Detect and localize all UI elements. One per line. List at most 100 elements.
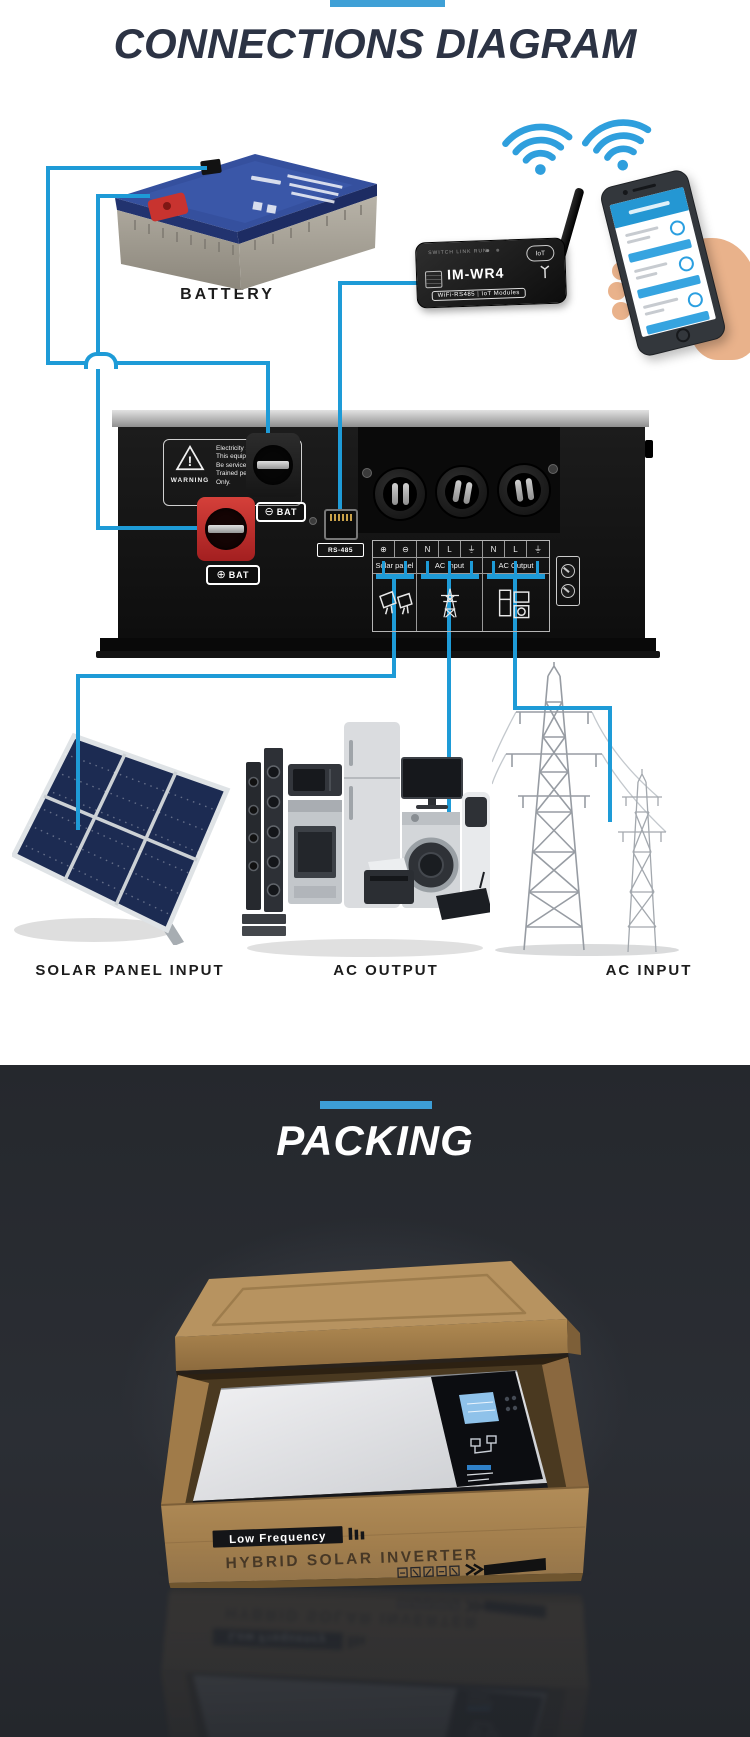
wire-ac-right-h <box>513 706 612 710</box>
fingertip <box>612 302 630 320</box>
led-dot <box>486 249 490 253</box>
pin-acin-l: L <box>439 541 461 557</box>
ground-screw-icon <box>561 584 575 599</box>
wire-crossover-hop <box>84 352 118 369</box>
inverter-control-strip <box>431 1371 543 1487</box>
minus-circle-icon: ⊖ <box>264 505 274 518</box>
phone-camera <box>622 189 629 196</box>
terminal-groups-row: Solar panel AC Input AC Output <box>373 558 549 574</box>
side-knob <box>645 440 653 458</box>
solar-panel-image <box>12 732 231 945</box>
solar-panel-icon <box>378 590 413 614</box>
box-reflection: Low Frequency HYBRID SOLAR INVERTER <box>115 1586 635 1737</box>
ac-output-caption: AC OUTPUT <box>333 962 439 979</box>
battery-caption: BATTERY <box>180 286 275 303</box>
packing-title: PACKING <box>276 1117 474 1164</box>
bat-text: BAT <box>276 507 298 517</box>
wire-module-h <box>338 281 422 285</box>
wire-neg-h2 <box>109 361 270 365</box>
bat-text: BAT <box>228 570 250 580</box>
battery-label-marks <box>251 174 343 214</box>
packing-box-image: Low Frequency HYBRID SOLAR INVERTER <box>115 1243 635 1590</box>
svg-text:Low Frequency: Low Frequency <box>229 1630 327 1645</box>
connections-title: CONNECTIONS DIAGRAM <box>113 20 637 67</box>
bat-positive-socket <box>197 497 255 561</box>
screw <box>548 464 558 474</box>
cable-gland <box>373 467 427 521</box>
cable-gland <box>435 465 489 519</box>
battery-neg-terminal <box>200 158 222 176</box>
rs485-port <box>324 509 358 540</box>
app-row-icon <box>677 254 696 273</box>
group-solar-label: Solar panel <box>373 558 417 573</box>
battery-ribs <box>134 205 362 255</box>
wifi-signal-icon <box>502 123 573 175</box>
small-tower <box>618 769 666 953</box>
terminal-pins-row: ⊕ ⊖ N L ⏚ N L ⏚ <box>373 541 549 558</box>
pin-acout-n: N <box>483 541 505 557</box>
app-row-icon <box>686 290 705 309</box>
wire-module-v <box>338 281 342 520</box>
ac-input-caption: AC INPUT <box>605 962 693 979</box>
battery-image <box>115 154 377 290</box>
module-badge-left: WiFi-RS485 <box>437 291 476 299</box>
title-accent-bar <box>330 0 445 7</box>
pin-solar-minus: ⊖ <box>395 541 417 557</box>
packaging-icons <box>397 1565 460 1578</box>
wire-solar-v1 <box>392 578 396 678</box>
arrow-icon <box>465 1563 485 1576</box>
panel-flange <box>100 638 656 651</box>
wire-ac-mid <box>447 578 451 852</box>
led-dot <box>496 248 500 252</box>
wire-battery-neg-v <box>46 166 50 365</box>
antenna-icon <box>540 265 550 279</box>
app-row-icon <box>668 218 687 238</box>
bat-negative-socket <box>246 433 300 497</box>
router <box>436 871 490 920</box>
oven <box>288 800 342 904</box>
power-lines <box>492 711 667 833</box>
pin-solar-plus: ⊕ <box>373 541 395 557</box>
wire-neg-h1 <box>46 361 86 365</box>
svg-text:!: ! <box>188 453 193 469</box>
large-tower <box>506 662 602 951</box>
inverter-buttons <box>504 1395 518 1412</box>
appliances-icon <box>498 589 530 618</box>
wifi-signal-icon <box>581 119 652 171</box>
iot-cloud-icon: IoT <box>526 244 555 262</box>
packing-accent-bar <box>320 1101 432 1109</box>
smartphone <box>598 167 728 359</box>
bat-negative-label: ⊖ BAT <box>256 502 306 522</box>
plus-circle-icon: ⊕ <box>216 568 226 581</box>
module-name: IM-WR4 <box>446 264 505 283</box>
wifi-module: SWITCH LINK RUN IoT IM-WR4 WiFi-RS485 | … <box>414 237 568 309</box>
box-lid <box>175 1261 567 1337</box>
panel-top-rail <box>112 410 649 427</box>
module-led-labels: SWITCH LINK RUN <box>428 248 488 257</box>
warning-title: WARNING <box>170 477 210 484</box>
phone-speaker <box>632 183 657 193</box>
wire-battery-pos <box>96 194 150 198</box>
module-badge: WiFi-RS485 | IoT Modules <box>431 287 527 302</box>
box-right-wall <box>542 1357 589 1491</box>
ground-screw-icon <box>561 563 575 578</box>
inverter-lcd <box>459 1392 499 1424</box>
module-port-icon <box>424 270 443 289</box>
bat-positive-label: ⊕ BAT <box>206 565 260 585</box>
appliances-image <box>242 722 490 957</box>
pin-acin-gnd: ⏚ <box>461 541 483 557</box>
panel-base <box>96 651 660 658</box>
wire-ac-right-v2 <box>608 706 612 822</box>
washing-machine <box>402 812 460 908</box>
terminal-strip: ⊕ ⊖ N L ⏚ N L ⏚ Solar panel AC Input AC … <box>372 540 550 632</box>
microwave <box>288 764 342 796</box>
wire-battery-neg <box>46 166 207 170</box>
box-tagline: Low Frequency <box>229 1531 327 1546</box>
acout-group-highlight <box>487 574 545 579</box>
wire-neg-down <box>266 361 270 468</box>
printer <box>364 858 414 904</box>
pin-acout-l: L <box>505 541 527 557</box>
ground-screws <box>556 556 580 606</box>
pin-acout-gnd: ⏚ <box>534 544 542 554</box>
